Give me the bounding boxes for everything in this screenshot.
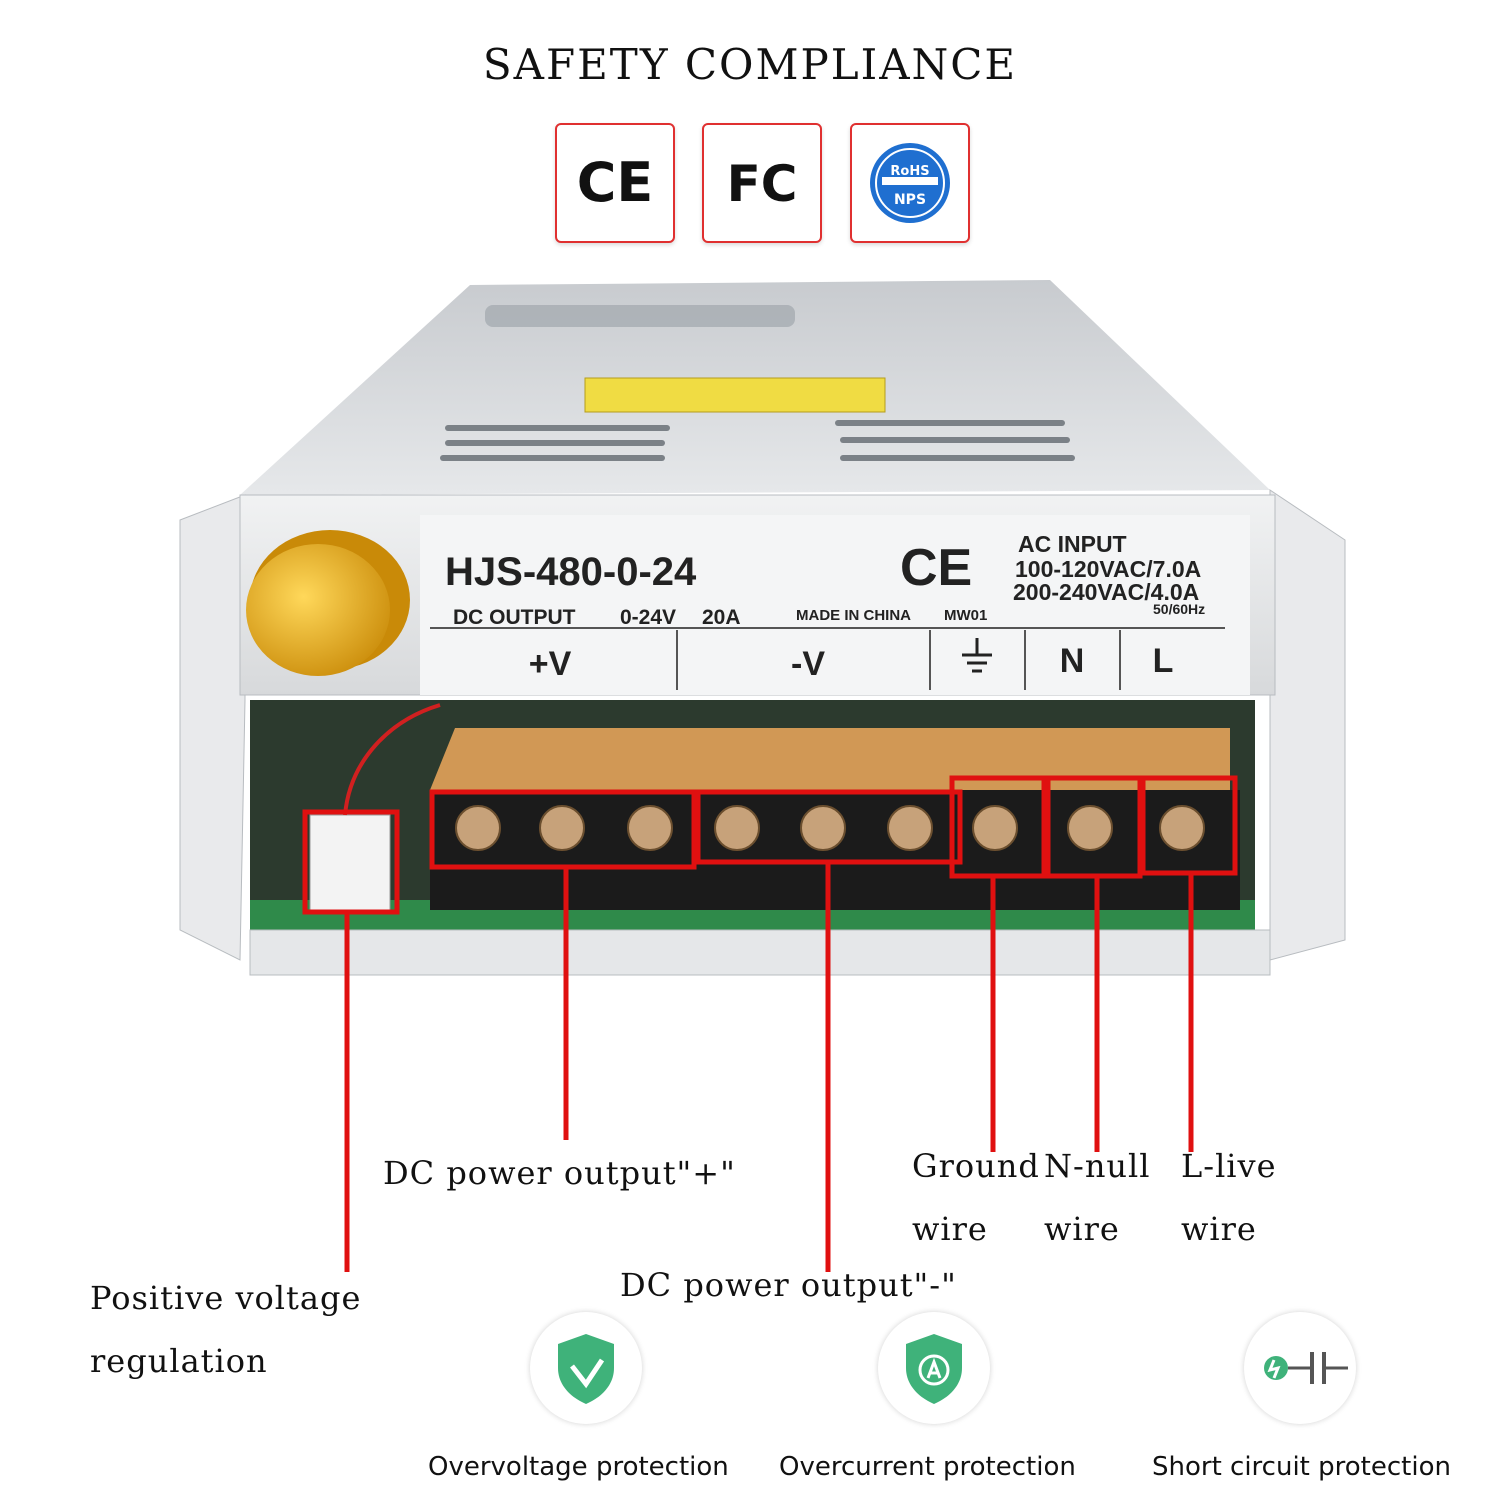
short-circuit-icon [1244, 1312, 1356, 1424]
short-circuit-label: Short circuit protection [1152, 1452, 1451, 1482]
terminal-screws [455, 805, 1205, 851]
ground-wire-callout: Ground [912, 1147, 1040, 1185]
terminal-negative-label: -V [791, 645, 825, 683]
page-title: SAFETY COMPLIANCE [482, 40, 1018, 89]
ground-wire-callout-2: wire [912, 1210, 988, 1248]
regulation-connector [309, 814, 391, 911]
shield-a-icon [878, 1312, 990, 1424]
live-wire-callout-2: wire [1181, 1210, 1257, 1248]
svg-text:FC: FC [727, 155, 798, 213]
live-wire-callout: L-live [1181, 1147, 1277, 1185]
warning-sticker [584, 377, 886, 413]
shield-check-icon [530, 1312, 642, 1424]
null-wire-callout-2: wire [1044, 1210, 1120, 1248]
svg-text:NPS: NPS [894, 192, 926, 208]
rohs-seal-icon: RoHS NPS [870, 143, 950, 223]
ce-cert-badge: CE [555, 123, 675, 243]
fan-grille [440, 305, 1075, 461]
voltage-regulation-callout-2: regulation [90, 1342, 268, 1380]
overcurrent-label: Overcurrent protection [779, 1452, 1076, 1482]
callout-markers [302, 775, 1238, 1272]
ac-input-label: AC INPUT [1018, 531, 1127, 557]
terminal-l-label: L [1153, 642, 1174, 680]
dc-output-range: 0-24V [620, 606, 676, 629]
dc-output-label: DC OUTPUT [453, 606, 576, 629]
voltage-knob[interactable] [246, 530, 410, 676]
dc-positive-callout: DC power output"+" [383, 1154, 736, 1192]
fcc-cert-badge: FC [702, 123, 822, 243]
null-wire-callout: N-null [1044, 1147, 1151, 1185]
model-code: MW01 [944, 607, 987, 624]
svg-text:CE: CE [577, 151, 654, 214]
frequency-label: 50/60Hz [1153, 601, 1205, 617]
voltage-regulation-callout: Positive voltage [90, 1279, 362, 1317]
ac-input-range-2: 200-240VAC/4.0A [1013, 579, 1199, 605]
terminal-n-label: N [1060, 642, 1085, 680]
ce-mark-icon: CE [577, 151, 654, 214]
ce-mark: CE [900, 539, 972, 597]
svg-text:RoHS: RoHS [890, 164, 929, 179]
dc-negative-callout: DC power output"-" [620, 1266, 957, 1304]
overvoltage-label: Overvoltage protection [428, 1452, 729, 1482]
terminal-cover [430, 728, 1230, 790]
made-in-label: MADE IN CHINA [796, 607, 911, 624]
ground-symbol-icon [962, 638, 992, 673]
ac-input-range-1: 100-120VAC/7.0A [1015, 556, 1201, 582]
rohs-cert-badge: RoHS NPS [850, 123, 970, 243]
fcc-mark-icon: FC [727, 155, 798, 213]
dc-output-current: 20A [702, 606, 741, 629]
model-number: HJS-480-0-24 [445, 550, 697, 594]
terminal-positive-label: +V [529, 645, 572, 683]
